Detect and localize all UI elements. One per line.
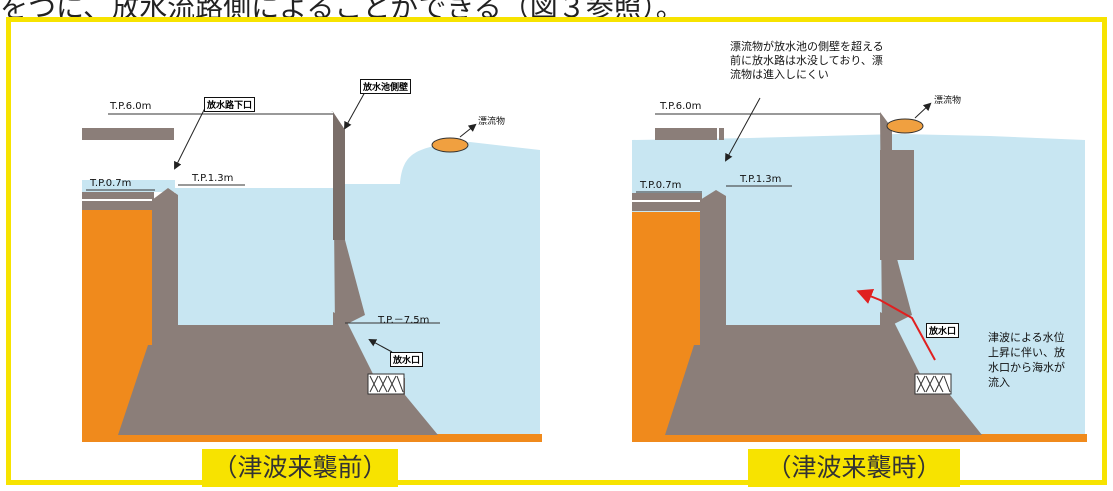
label-outlet-lower: 放水路下口 [204, 97, 256, 112]
note-top-line-2: 前に放水路は水没しており、漂 [730, 54, 883, 67]
label-debris-after: 漂流物 [934, 96, 962, 106]
inflow-arrow [856, 289, 936, 361]
foundation-after [665, 345, 982, 435]
pond-water-before [175, 188, 335, 328]
label-tp-75-before: T.P.－7.5m [378, 315, 430, 326]
panel-after [632, 97, 1087, 442]
grating-before [367, 373, 405, 395]
note-side-line-1: 津波による水位 [988, 331, 1065, 344]
ground-water-strip-before [82, 180, 177, 192]
caption-before: （津波来襲前） [202, 449, 398, 487]
panel-before [82, 91, 542, 442]
pond-left-wall-after [700, 190, 726, 345]
note-top: 漂流物が放水池の側壁を超える 前に放水路は水没しており、漂 流物は進入しにくい [730, 40, 884, 82]
label-outlet-before: 放水口 [390, 352, 424, 367]
upper-slab-after [655, 128, 717, 140]
outlet-wall-after [880, 312, 922, 378]
label-tp13-after: T.P.1.3m [740, 174, 782, 185]
pond-floor-before [175, 325, 335, 345]
label-tp07-before: T.P.0.7m [90, 178, 132, 189]
ground-base-before [82, 434, 542, 442]
label-tp13-before: T.P.1.3m [192, 173, 234, 184]
pond-floor-after [723, 325, 881, 345]
upper-slab-before [82, 128, 174, 140]
label-pond-wall: 放水池側壁 [360, 79, 412, 94]
grating-after [914, 373, 952, 395]
note-side-line-2: 上昇に伴い、放 [988, 346, 1065, 359]
note-top-line-1: 漂流物が放水池の側壁を超える [730, 40, 884, 53]
debris-after [886, 118, 924, 134]
pond-left-wall-before [152, 188, 178, 345]
debris-before [431, 137, 469, 153]
note-side-line-3: 水口から海水が [988, 361, 1065, 374]
note-side-line-4: 流入 [988, 376, 1010, 389]
label-tp07-after: T.P.0.7m [640, 180, 682, 191]
label-outlet-after: 放水口 [926, 323, 960, 338]
foundation-before [118, 345, 438, 435]
caption-after: （津波来襲時） [748, 449, 960, 487]
note-top-line-3: 流物は進入しにくい [730, 68, 829, 81]
ground-base-after [632, 434, 1087, 442]
label-tp60-before: T.P.6.0m [110, 101, 152, 112]
label-tp60-after: T.P.6.0m [660, 101, 702, 112]
note-side: 津波による水位 上昇に伴い、放 水口から海水が 流入 [988, 330, 1065, 390]
outlet-wall-before [333, 312, 375, 378]
label-debris-before: 漂流物 [478, 117, 506, 127]
